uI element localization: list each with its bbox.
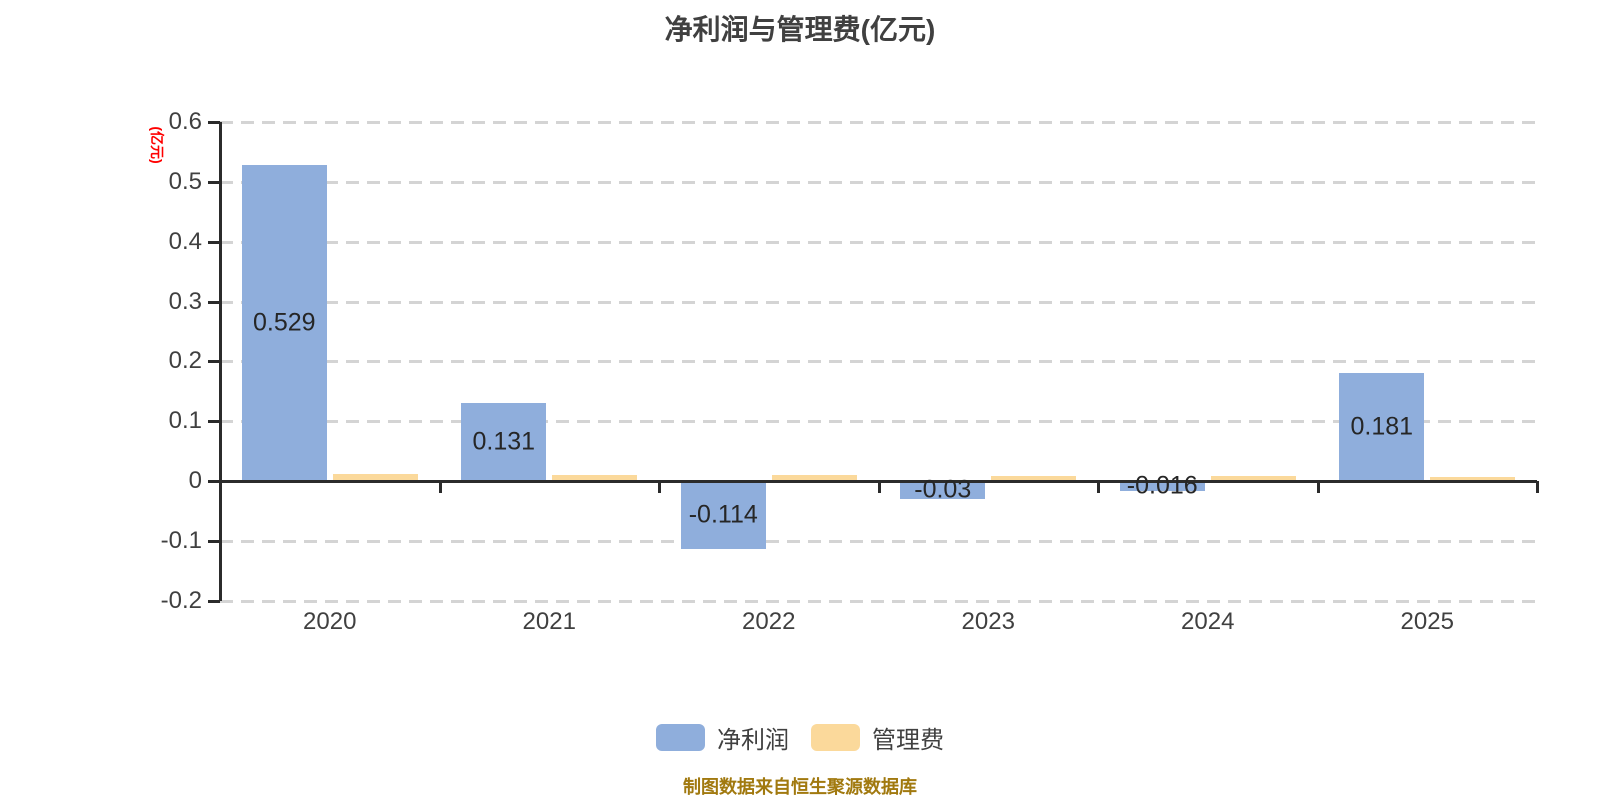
x-axis-tick-0 [219, 481, 222, 493]
bar-value-label-net-profit-2022: -0.114 [688, 500, 758, 529]
bar-management-fee-2020 [332, 474, 418, 481]
x-axis-label-2020: 2020 [303, 608, 357, 635]
gridline-0.2 [220, 360, 1537, 364]
bar-management-fee-2023 [991, 476, 1077, 481]
y-axis-tick-0.2 [208, 360, 220, 364]
x-axis-label-2022: 2022 [742, 608, 796, 635]
x-axis-label-2023: 2023 [961, 608, 1015, 635]
bar-net-profit-2022 [680, 481, 766, 549]
gridline-0.4 [220, 240, 1537, 244]
x-axis-label-2024: 2024 [1181, 608, 1235, 635]
y-tick-label-0.5: 0.5 [168, 168, 202, 195]
y-axis-tick-0.3 [208, 300, 220, 304]
y-tick-label--0.2: -0.2 [160, 586, 202, 614]
y-axis-line [219, 122, 222, 601]
gridline-0.6 [220, 121, 1537, 125]
chart-title: 净利润与管理费(亿元) [664, 14, 936, 45]
bar-net-profit-2021 [461, 403, 547, 481]
legend-label-net-profit: 净利润 [717, 727, 789, 754]
y-tick-label-0.6: 0.6 [168, 108, 202, 136]
management-fee-swatch-icon [811, 724, 860, 751]
x-axis-label-2021: 2021 [522, 608, 576, 635]
y-tick-label-0: 0 [188, 467, 202, 494]
y-axis-tick--0.1 [208, 539, 220, 543]
bar-value-label-net-profit-2020: 0.529 [252, 308, 316, 337]
net-profit-swatch-icon [656, 724, 705, 751]
legend-label-management-fee: 管理费 [872, 727, 944, 754]
y-axis-tick-0 [208, 480, 220, 483]
x-axis-tick-4 [1097, 481, 1100, 493]
gridline-0.1 [220, 420, 1537, 424]
x-axis-label-2025: 2025 [1400, 608, 1454, 635]
bar-management-fee-2024 [1210, 476, 1296, 481]
bar-value-label-net-profit-2025: 0.181 [1350, 412, 1414, 441]
y-tick-label-0.4: 0.4 [168, 227, 202, 255]
data-source-note: 制图数据来自恒生聚源数据库 [683, 777, 917, 797]
y-axis-tick-0.5 [208, 181, 220, 184]
bar-net-profit-2025 [1339, 373, 1425, 481]
gridline-0.5 [220, 181, 1537, 184]
y-tick-label-0.3: 0.3 [168, 287, 202, 315]
gridline-0.3 [220, 300, 1537, 304]
x-axis-tick-5 [1316, 481, 1320, 493]
bar-value-label-net-profit-2021: 0.131 [472, 427, 536, 456]
bar-management-fee-2021 [552, 475, 638, 481]
x-axis-tick-6 [1536, 481, 1539, 493]
y-axis-tick--0.2 [208, 599, 220, 603]
bar-net-profit-2023 [900, 481, 986, 499]
legend: 净利润 管理费 [0, 720, 1600, 755]
bar-value-label-net-profit-2024: -0.016 [1126, 471, 1198, 500]
y-axis-tick-0.4 [208, 240, 220, 244]
x-axis-tick-2 [658, 481, 661, 493]
gridline--0.2 [220, 599, 1537, 603]
y-axis-tick-0.6 [208, 121, 220, 125]
bar-value-label-net-profit-2023: -0.03 [914, 475, 972, 504]
bar-net-profit-2020 [241, 165, 327, 481]
legend-item-management-fee[interactable]: 管理费 [811, 720, 944, 755]
y-tick-label--0.1: -0.1 [160, 526, 202, 554]
y-tick-label-0.1: 0.1 [168, 407, 202, 435]
y-axis-tick-0.1 [208, 420, 220, 424]
x-axis-tick-1 [438, 481, 442, 493]
gridline--0.1 [220, 539, 1537, 543]
x-axis-tick-3 [877, 481, 881, 493]
bar-management-fee-2022 [771, 475, 857, 481]
bar-management-fee-2025 [1430, 477, 1516, 481]
bar-net-profit-2024 [1119, 481, 1205, 491]
legend-item-net-profit[interactable]: 净利润 [656, 720, 789, 755]
y-tick-label-0.2: 0.2 [168, 347, 202, 375]
